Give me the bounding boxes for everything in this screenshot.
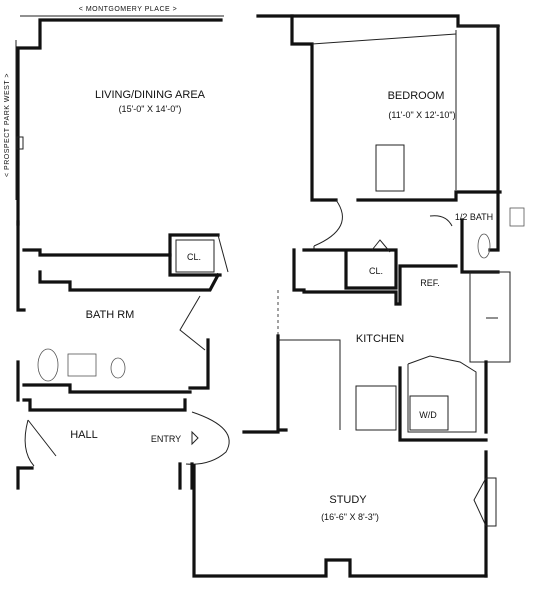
wall-closet-center — [292, 248, 398, 292]
closet-left-inner — [175, 239, 215, 273]
wall-kitchen-west — [276, 334, 288, 432]
wall-kitchen-north — [302, 264, 458, 306]
room-label-half-bath: 1/2 BATH — [455, 212, 493, 222]
study-bay-window — [473, 477, 497, 527]
room-label-bedroom: BEDROOM — [388, 90, 445, 102]
entry-marker — [191, 430, 199, 446]
room-label-kitchen: KITCHEN — [356, 333, 404, 345]
door-halfbath — [429, 215, 453, 227]
room-label-entry: ENTRY — [151, 434, 181, 444]
bath-fixture-tub — [37, 348, 59, 382]
washer-dryer-box — [409, 395, 449, 431]
wall-closet-left — [168, 253, 222, 277]
room-dim-bedroom: (11'-0" X 12'-10") — [388, 110, 455, 120]
kitchen-wd-nook — [407, 355, 477, 433]
door-hall-left — [24, 419, 57, 467]
window-marker — [16, 136, 24, 150]
wall-halfbath — [460, 218, 500, 274]
street-label-prospect-park: < PROSPECT PARK WEST > — [4, 73, 11, 177]
room-label-bath: BATH RM — [86, 309, 135, 321]
wall-living-south — [22, 233, 220, 257]
halfbath-sink — [509, 207, 525, 227]
wall-entry-bottom — [178, 462, 194, 490]
room-label-hall: HALL — [70, 429, 98, 441]
wall-study-top — [192, 464, 488, 578]
room-label-refrigerator: REF. — [420, 278, 440, 288]
kitchen-counter — [278, 339, 341, 430]
wall-bedroom-south — [356, 190, 502, 202]
bath-fixture-sink — [67, 353, 97, 377]
room-label-washer-dryer: W/D — [419, 410, 437, 420]
door-bedroom — [313, 199, 343, 250]
wall-bath-east — [188, 338, 210, 390]
room-dim-living: (15'-0" X 14'-0") — [119, 104, 182, 114]
bedroom-furniture — [375, 144, 405, 192]
kitchen-ref-outline — [469, 271, 511, 363]
bedroom-northwest-thin — [311, 33, 457, 45]
street-label-montgomery: < MONTGOMERY PLACE > — [79, 6, 177, 13]
door-entry — [185, 411, 230, 465]
wall-hall-top — [22, 398, 187, 412]
room-label-closet-left: CL. — [187, 252, 201, 262]
kitchen-stove — [355, 385, 397, 431]
room-label-closet-center: CL. — [369, 266, 383, 276]
wall-living-exterior — [16, 18, 223, 226]
room-label-living: LIVING/DINING AREA — [95, 89, 206, 101]
halfbath-toilet — [477, 233, 491, 259]
door-bath — [179, 295, 206, 351]
room-dim-study: (16'-6" X 8'-3") — [321, 512, 379, 522]
wall-left-mid — [16, 220, 26, 312]
wall-bath-top — [38, 270, 221, 292]
door-closet-center — [371, 239, 391, 253]
bath-fixture-toilet — [110, 357, 126, 379]
room-label-study: STUDY — [329, 494, 367, 506]
wall-bath-south — [22, 383, 192, 394]
wall-kitchen-south — [398, 366, 488, 442]
door-closet-left — [217, 234, 229, 273]
